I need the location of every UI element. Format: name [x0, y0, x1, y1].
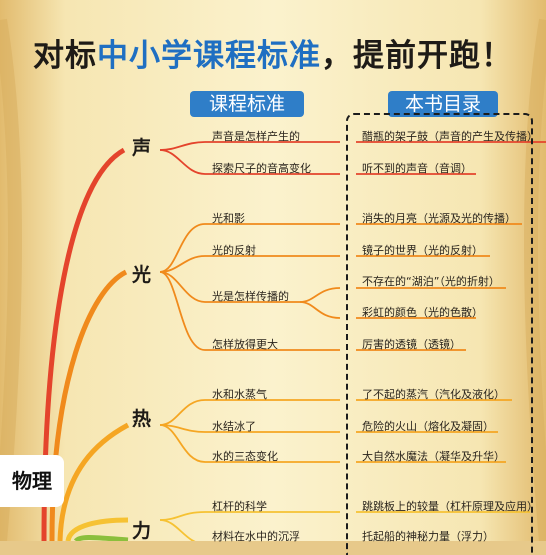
- book-item: 危险的火山（熔化及凝固）: [362, 420, 494, 433]
- book-item: 消失的月亮（光源及光的传播）: [362, 212, 516, 225]
- header-standard: 课程标准: [190, 91, 304, 117]
- standard-item: 怎样放得更大: [212, 338, 278, 351]
- category-light: 光: [132, 264, 152, 286]
- standard-item: 水的三态变化: [212, 450, 278, 463]
- standard-item: 材料在水中的沉浮: [212, 530, 300, 543]
- header-book: 本书目录: [388, 91, 498, 117]
- standard-item: 光和影: [212, 212, 245, 225]
- book-item: 不存在的“湖泊”（光的折射）: [362, 275, 500, 288]
- standard-item: 水和水蒸气: [212, 388, 267, 401]
- book-item: 醋瓶的架子鼓（声音的产生及传播）: [362, 130, 538, 143]
- book-contents-frame: [346, 113, 533, 555]
- page-title: 对标中小学课程标准，提前开跑！: [33, 38, 513, 74]
- book-item: 大自然水魔法（凝华及升华）: [362, 450, 505, 463]
- book-item: 了不起的蒸汽（汽化及液化）: [362, 388, 505, 401]
- branch-force: [65, 517, 129, 541]
- book-item: 跳跳板上的较量（杠杆原理及应用）: [362, 500, 538, 513]
- category-sound: 声: [132, 137, 152, 159]
- book-item: 厉害的透镜（透镜）: [362, 338, 461, 351]
- book-item: 听不到的声音（音调）: [362, 162, 472, 175]
- standard-item: 探索尺子的音高变化: [212, 162, 311, 175]
- standard-item: 光的反射: [212, 244, 256, 257]
- book-item: 彩虹的颜色（光的色散）: [362, 306, 483, 319]
- standard-item: 声音是怎样产生的: [212, 130, 300, 143]
- category-force: 力: [132, 520, 152, 542]
- category-heat: 热: [132, 408, 152, 430]
- book-item: 托起船的神秘力量（浮力）: [362, 530, 494, 543]
- root-node-physics: 物理: [0, 455, 64, 507]
- book-item: 镜子的世界（光的反射）: [362, 244, 483, 257]
- branch-heat: [57, 422, 130, 541]
- standard-item: 水结冰了: [212, 420, 256, 433]
- standard-item: 光是怎样传播的: [212, 290, 289, 303]
- standard-item: 杠杆的科学: [212, 500, 267, 513]
